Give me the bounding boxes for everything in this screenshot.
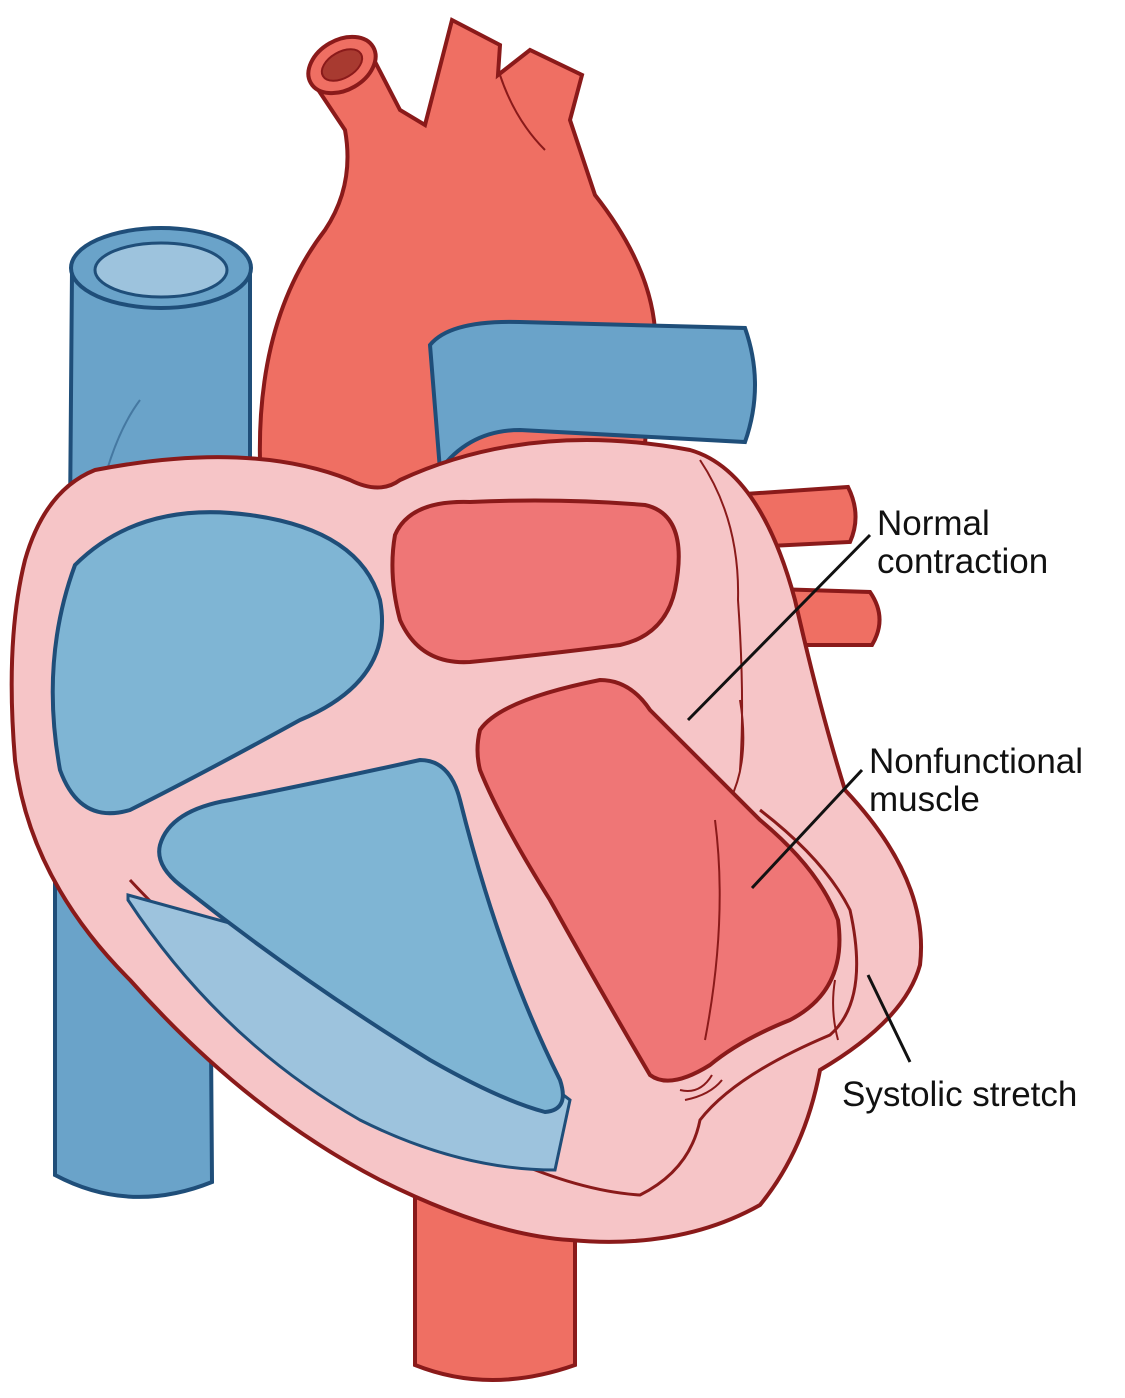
- anterior-wall-line: [699, 459, 744, 771]
- scar-line: [704, 819, 721, 1041]
- left-ventricle: [475, 677, 842, 1083]
- pulmonary-artery: [427, 319, 757, 476]
- label-systolic-stretch-text: Systolic stretch: [842, 1075, 1078, 1114]
- label-normal-contraction-line1: Normal: [877, 504, 990, 543]
- leader-line-normal-contraction: [686, 533, 872, 722]
- right-ventricle: [157, 757, 565, 1115]
- right-atrium: [50, 510, 385, 816]
- label-nonfunctional-muscle: Nonfunctional muscle: [869, 743, 1083, 819]
- apex-line: [832, 979, 839, 1041]
- aortic-branch-line: [499, 74, 546, 151]
- label-systolic-stretch: Systolic stretch: [842, 1076, 1077, 1114]
- label-normal-contraction-line2: contraction: [877, 542, 1049, 581]
- right-ventricle-posterior: [126, 893, 572, 1172]
- left-atrium: [390, 498, 681, 665]
- superior-vena-cava-lumen: [93, 241, 229, 299]
- leader-line-nonfunctional-muscle: [750, 768, 864, 890]
- label-normal-contraction: Normal contraction: [877, 505, 1048, 581]
- label-nonfunctional-muscle-line1: Nonfunctional: [869, 742, 1084, 781]
- apex-curl: [679, 1074, 723, 1101]
- leader-line-systolic-stretch: [866, 974, 912, 1063]
- brachiocephalic-lumen: [320, 48, 364, 82]
- label-nonfunctional-muscle-line2: muscle: [869, 780, 980, 819]
